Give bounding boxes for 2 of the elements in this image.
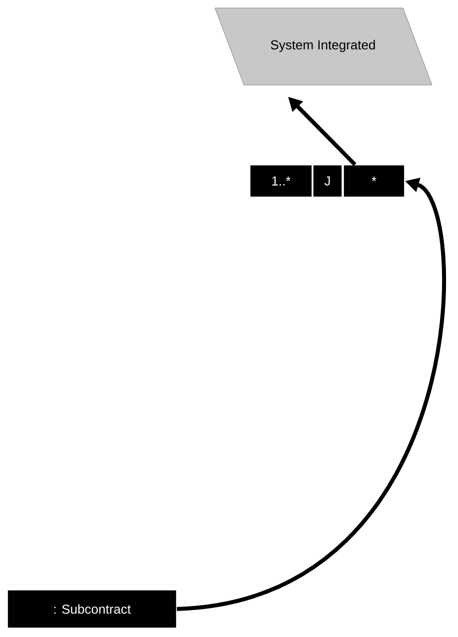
multiplicity-cell: J [312, 164, 342, 198]
class-box: : Subcontract [7, 590, 177, 628]
